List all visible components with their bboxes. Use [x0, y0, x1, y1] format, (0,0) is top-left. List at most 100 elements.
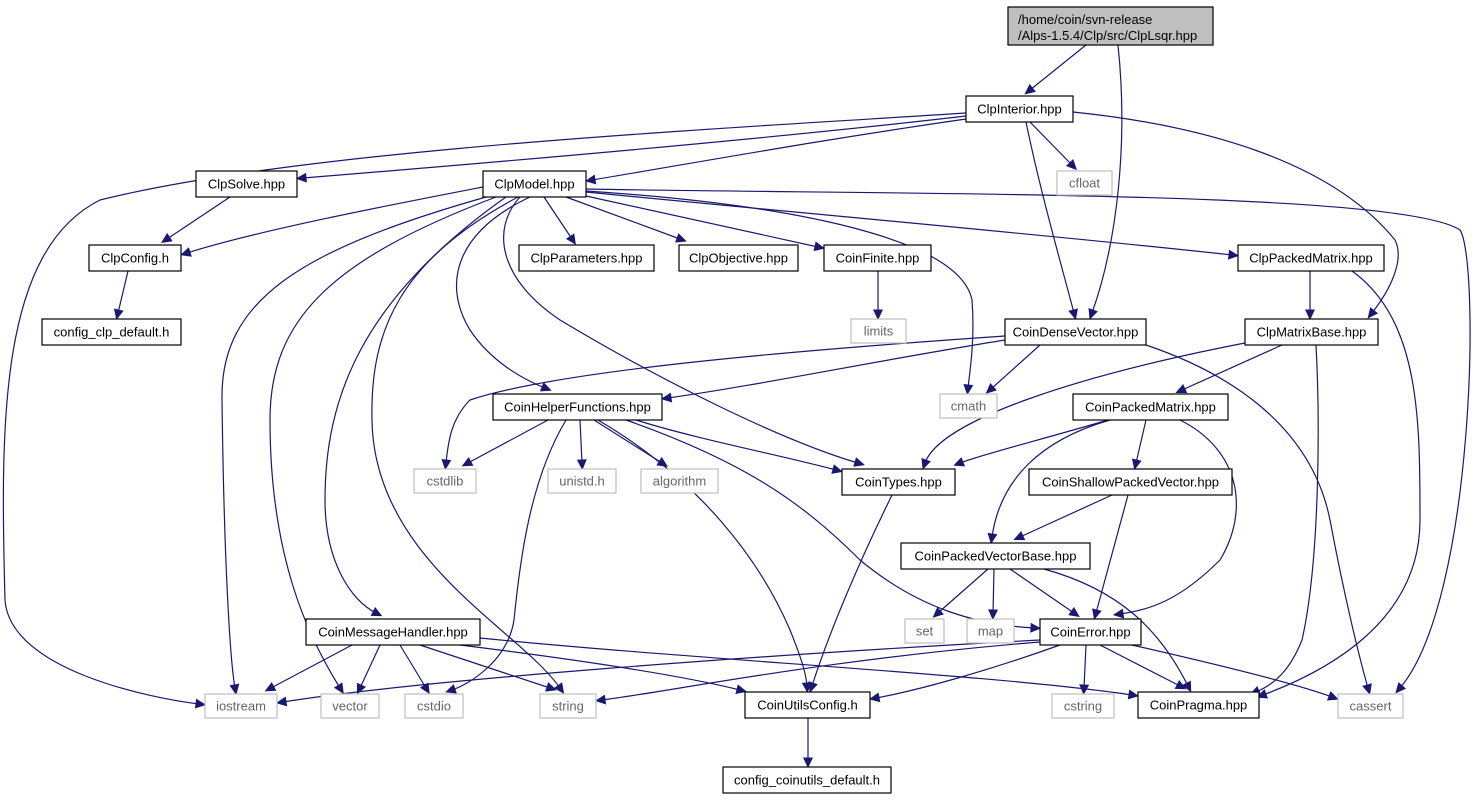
node-box — [640, 468, 719, 494]
node-model[interactable]: ClpModel.hpp — [482, 170, 587, 198]
node-helper[interactable]: CoinHelperFunctions.hpp — [492, 393, 663, 421]
arrowhead — [1088, 308, 1098, 320]
edge-line — [601, 641, 1041, 701]
edge-line — [324, 196, 507, 614]
node-label: ClpObjective.hpp — [689, 251, 788, 266]
edge-line — [117, 270, 129, 314]
node-packed-matrix[interactable]: ClpPackedMatrix.hpp — [1237, 244, 1385, 272]
node-interior[interactable]: ClpInterior.hpp — [965, 95, 1074, 123]
arrowhead — [553, 682, 565, 694]
node-types[interactable]: CoinTypes.hpp — [841, 468, 956, 496]
edge-error-to-cassert — [1131, 644, 1339, 701]
node-label: CoinError.hpp — [1050, 625, 1130, 640]
edge-line — [1029, 121, 1073, 166]
arrowhead — [584, 174, 597, 185]
node-error[interactable]: CoinError.hpp — [1039, 618, 1142, 646]
edge-packed_matrix-to-pragma — [1256, 270, 1421, 699]
edge-model-to-types — [503, 196, 865, 467]
node-label: cstring — [1064, 699, 1102, 714]
node-label: set — [916, 624, 934, 639]
arrowhead — [953, 457, 966, 467]
node-parameters[interactable]: ClpParameters.hpp — [518, 244, 655, 272]
node-label: ClpMatrixBase.hpp — [1257, 325, 1367, 340]
node-algorithm: algorithm — [640, 468, 719, 494]
node-box — [904, 618, 945, 644]
edges-layer — [2, 44, 1471, 769]
node-unistd: unistd.h — [547, 468, 617, 494]
arrowhead — [813, 241, 826, 252]
node-dense-vector[interactable]: CoinDenseVector.hpp — [1004, 318, 1147, 346]
node-label: CoinUtilsConfig.h — [757, 698, 857, 713]
node-cstring: cstring — [1051, 693, 1115, 719]
arrowhead — [1127, 689, 1140, 700]
node-objective[interactable]: ClpObjective.hpp — [678, 244, 799, 272]
node-label: ClpPackedMatrix.hpp — [1249, 251, 1373, 266]
nodes-layer: /home/coin/svn-release/Alps-1.5.4/Clp/sr… — [41, 6, 1404, 794]
edge-line — [991, 419, 1111, 538]
node-label: /Alps-1.5.4/Clp/src/ClpLsqr.hpp — [1018, 28, 1197, 43]
edge-line — [221, 196, 487, 689]
edge-line — [451, 419, 567, 691]
edge-line — [667, 339, 1006, 399]
node-cstdlib: cstdlib — [413, 468, 477, 494]
node-label: cstdio — [417, 699, 451, 714]
edge-utilsconfig-to-utils_default — [803, 718, 813, 769]
arrowhead — [356, 682, 366, 695]
node-box — [1237, 244, 1385, 272]
edge-message-to-vector — [356, 644, 381, 695]
arrowhead — [985, 382, 997, 394]
arrowhead — [853, 457, 865, 467]
edge-error-to-iostream — [275, 639, 1041, 707]
edge-root-to-interior — [1024, 44, 1087, 95]
edge-line — [186, 186, 484, 254]
edge-interior-to-iostream — [2, 112, 967, 709]
edge-shallow-to-pvbase — [1013, 494, 1113, 541]
arrowhead — [333, 682, 344, 695]
node-pvbase[interactable]: CoinPackedVectorBase.hpp — [900, 542, 1091, 570]
edge-pvbase-to-pragma — [1043, 568, 1192, 693]
node-box — [1072, 393, 1229, 421]
edge-helper-to-cstdio — [445, 419, 567, 694]
edge-line — [585, 188, 1471, 689]
node-label: CoinFinite.hpp — [836, 251, 920, 266]
node-label: cmath — [951, 399, 986, 414]
edge-line — [635, 419, 837, 471]
arrowhead — [1068, 308, 1078, 320]
edge-line — [990, 344, 1041, 390]
arrowhead — [1362, 683, 1372, 695]
arrowhead — [539, 382, 552, 392]
node-pragma[interactable]: CoinPragma.hpp — [1137, 691, 1260, 719]
node-box — [1051, 693, 1115, 719]
node-config[interactable]: ClpConfig.h — [88, 244, 182, 272]
node-solve[interactable]: ClpSolve.hpp — [195, 170, 298, 198]
node-utilsconfig[interactable]: CoinUtilsConfig.h — [744, 691, 871, 719]
node-matrix-base[interactable]: ClpMatrixBase.hpp — [1244, 318, 1379, 346]
node-vector: vector — [320, 693, 380, 719]
arrowhead — [987, 532, 998, 545]
node-message[interactable]: CoinMessageHandler.hpp — [305, 618, 481, 646]
edge-helper-to-error — [625, 419, 1042, 633]
node-box — [965, 95, 1074, 123]
node-box — [939, 393, 998, 419]
edge-line — [1262, 270, 1421, 696]
node-label: /home/coin/svn-release — [1018, 12, 1152, 27]
edge-line — [371, 196, 561, 689]
edge-dense_vector-to-cstdlib — [441, 335, 1006, 471]
node-box — [88, 244, 182, 272]
arrowhead — [576, 459, 587, 471]
node-box — [850, 318, 907, 344]
arrowhead — [963, 383, 974, 396]
node-label: CoinPragma.hpp — [1150, 698, 1248, 713]
edge-model-to-objective — [565, 196, 687, 243]
node-shallow[interactable]: CoinShallowPackedVector.hpp — [1028, 468, 1233, 496]
node-config-default[interactable]: config_clp_default.h — [41, 318, 182, 346]
arrowhead — [660, 392, 673, 403]
node-coinfinite[interactable]: CoinFinite.hpp — [823, 244, 932, 272]
node-box — [547, 468, 617, 494]
node-box — [744, 691, 871, 719]
node-utils-default[interactable]: config_coinutils_default.h — [722, 766, 892, 794]
edge-line — [585, 195, 819, 248]
node-coin-packed-matrix[interactable]: CoinPackedMatrix.hpp — [1072, 393, 1229, 421]
node-label: CoinPackedMatrix.hpp — [1085, 400, 1216, 415]
node-label: ClpConfig.h — [101, 251, 169, 266]
